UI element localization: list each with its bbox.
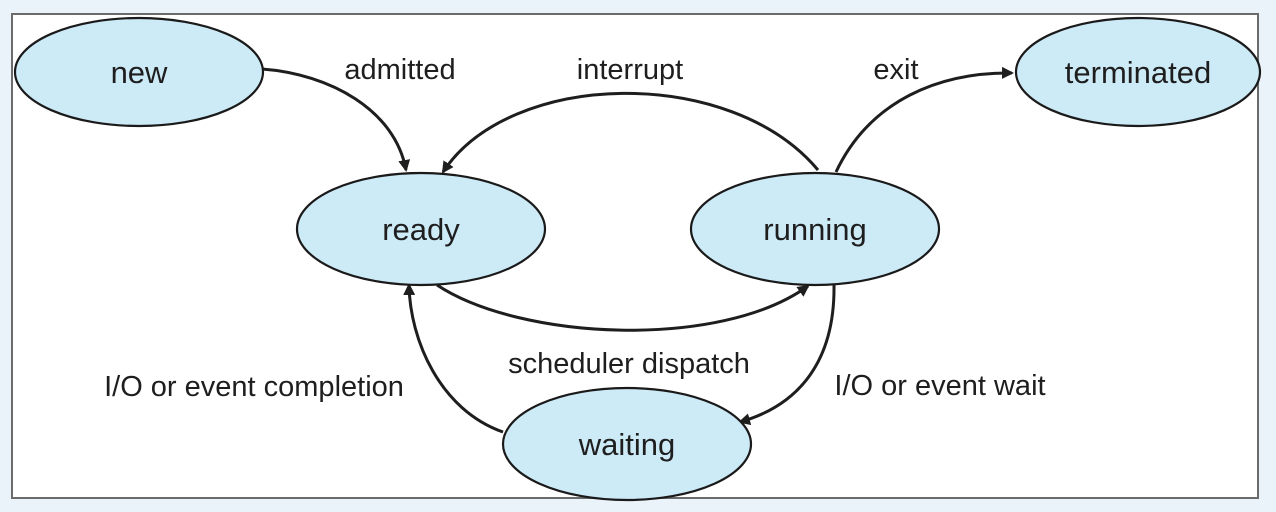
interrupt-label: interrupt bbox=[577, 54, 683, 86]
state-ready: ready bbox=[295, 171, 547, 287]
admitted-arrow bbox=[261, 67, 411, 172]
io-event-completion-label: I/O or event completion bbox=[104, 371, 404, 403]
state-running-label: running bbox=[763, 212, 866, 247]
state-terminated-label: terminated bbox=[1065, 55, 1211, 90]
io-event-wait-label: I/O or event wait bbox=[834, 370, 1045, 402]
exit-arrow bbox=[834, 66, 1014, 173]
io-event-wait-arrow bbox=[738, 284, 836, 426]
admitted-label: admitted bbox=[344, 54, 455, 86]
state-new-label: new bbox=[111, 55, 168, 90]
state-terminated: terminated bbox=[1014, 16, 1262, 128]
state-waiting-label: waiting bbox=[578, 427, 676, 462]
scheduler-dispatch-label: scheduler dispatch bbox=[508, 348, 750, 380]
interrupt-arrow bbox=[441, 91, 820, 174]
state-waiting: waiting bbox=[501, 386, 753, 502]
state-new: new bbox=[13, 16, 265, 128]
io-event-completion-arrow bbox=[403, 283, 504, 434]
state-ready-label: ready bbox=[382, 212, 460, 247]
exit-label: exit bbox=[873, 54, 918, 86]
scheduler-dispatch-arrow bbox=[436, 283, 810, 332]
state-running: running bbox=[689, 171, 941, 287]
